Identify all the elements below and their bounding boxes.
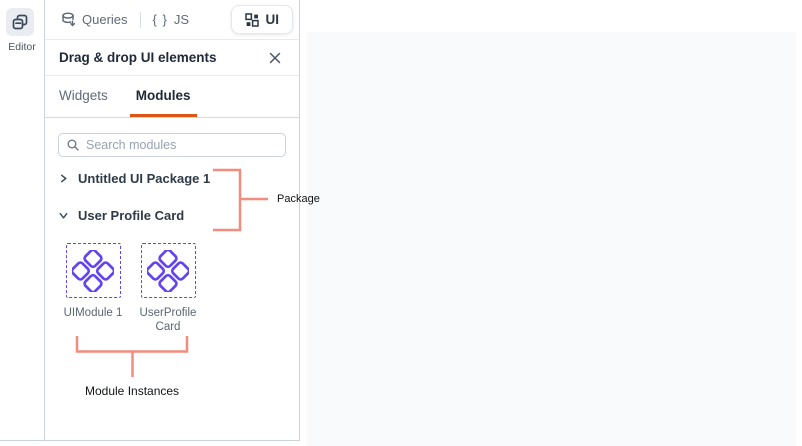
panel-tabs: Widgets Modules <box>45 76 299 118</box>
tree-item-label: Untitled UI Package 1 <box>78 170 211 186</box>
module-card <box>140 243 196 298</box>
panel-header: Drag & drop UI elements <box>45 40 299 76</box>
panel-content: Untitled UI Package 1 User Profile Card <box>45 133 299 334</box>
tree-item-untitled-ui-package[interactable]: Untitled UI Package 1 <box>58 169 286 187</box>
search-box <box>58 133 286 157</box>
grid-layout-icon <box>244 12 259 27</box>
tab-queries[interactable]: Queries <box>61 11 128 28</box>
editor-segment-bar: Queries { } JS UI <box>45 0 299 40</box>
tab-widgets[interactable]: Widgets <box>59 87 108 103</box>
module-card <box>65 243 121 298</box>
module-diamonds-icon <box>72 249 114 292</box>
chevron-down-icon <box>58 210 69 221</box>
module-label: UIModule 1 <box>63 307 123 319</box>
tab-modules[interactable]: Modules <box>129 76 197 117</box>
left-rail: Editor <box>0 0 45 441</box>
segment-divider <box>139 11 141 28</box>
module-instance-userprofilecard[interactable]: UserProfileCard <box>136 243 200 334</box>
module-instance-uimodule1[interactable]: UIModule 1 <box>61 243 125 334</box>
tree-item-label: User Profile Card <box>78 207 185 223</box>
module-diamonds-icon <box>147 249 189 292</box>
tab-js[interactable]: { } JS <box>153 12 189 27</box>
module-label: UserProfileCard <box>139 307 197 333</box>
search-input[interactable] <box>86 138 277 152</box>
chevron-right-icon <box>58 173 69 184</box>
editor-label: Editor <box>8 41 36 53</box>
tab-js-label: JS <box>173 12 189 27</box>
tab-queries-label: Queries <box>82 12 128 27</box>
search-icon <box>67 139 79 151</box>
tab-ui[interactable]: UI <box>230 5 293 34</box>
editor-button[interactable] <box>6 8 34 36</box>
editor-canvas[interactable] <box>307 32 796 446</box>
tab-ui-label: UI <box>265 12 280 27</box>
tree-item-user-profile-card[interactable]: User Profile Card <box>58 206 286 224</box>
editor-pages-icon <box>11 13 29 31</box>
module-card-list: UIModule 1 <box>61 243 286 334</box>
panel-title: Drag & drop UI elements <box>59 50 217 65</box>
side-panel: Queries { } JS UI Dr <box>45 0 300 441</box>
database-icon <box>61 11 76 28</box>
close-icon[interactable] <box>265 48 285 68</box>
braces-icon: { } <box>152 12 168 27</box>
